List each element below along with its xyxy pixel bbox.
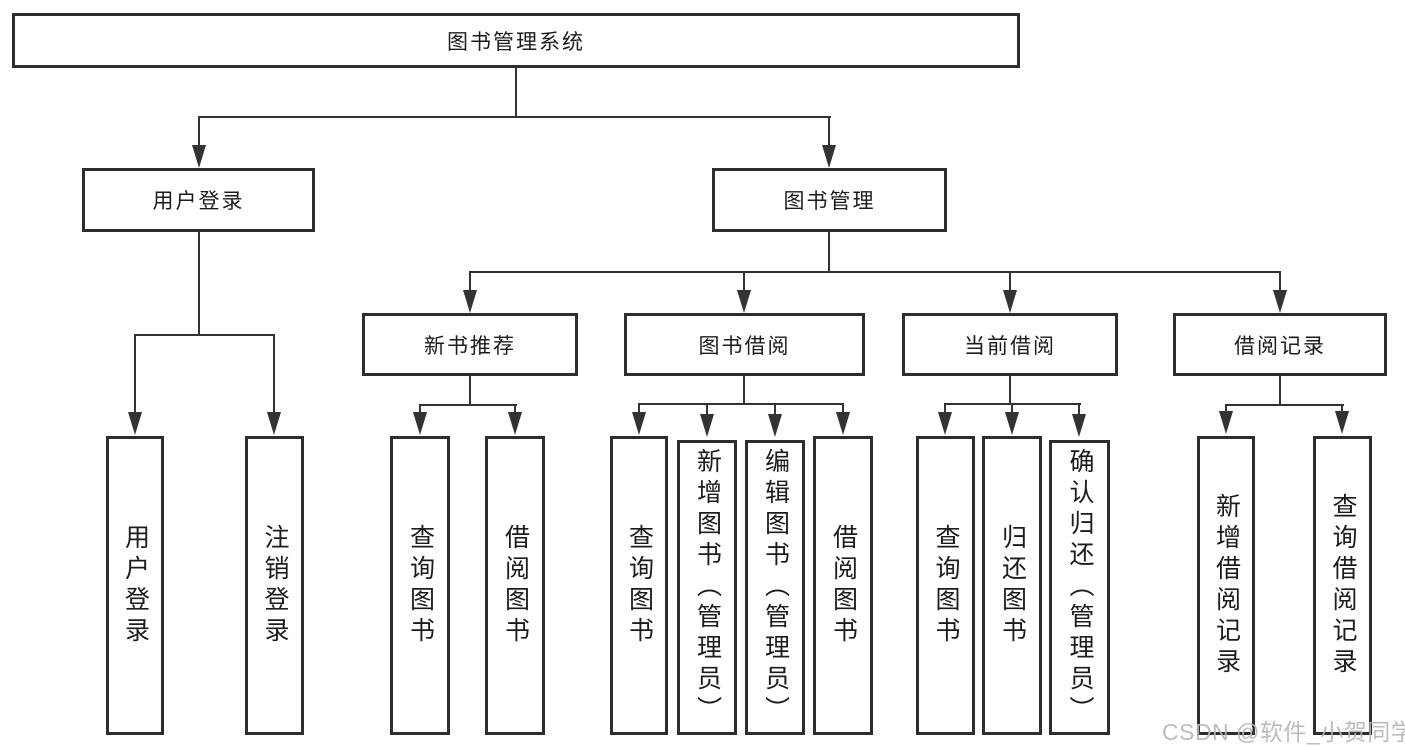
- leaf-bb-borrow-books: 借阅图书: [813, 436, 873, 735]
- connector-line: [743, 271, 745, 292]
- connector-line: [944, 403, 946, 413]
- connector-line: [1009, 376, 1011, 405]
- connector-line: [743, 376, 745, 405]
- connector-line: [1225, 404, 1227, 413]
- node-user-login: 用户登录: [82, 168, 315, 232]
- connector-line: [706, 403, 708, 415]
- arrow-down-icon: [128, 412, 142, 435]
- node-book-management: 图书管理: [712, 168, 947, 232]
- connector-line: [638, 403, 844, 405]
- connector-line: [515, 68, 517, 118]
- leaf-nb-borrow-books: 借阅图书: [485, 436, 545, 735]
- arrow-down-icon: [1273, 290, 1287, 313]
- leaf-br-query-record: 查询借阅记录: [1313, 436, 1372, 735]
- leaf-bb-query-books: 查询图书: [610, 436, 668, 735]
- arrow-down-icon: [836, 412, 850, 435]
- arrow-down-icon: [463, 290, 477, 313]
- connector-line: [828, 232, 830, 273]
- csdn-watermark: CSDN @软件_小贺同学: [1162, 719, 1405, 745]
- arrow-down-icon: [938, 412, 952, 435]
- connector-line: [1341, 404, 1343, 413]
- node-borrowing-records: 借阅记录: [1173, 313, 1387, 376]
- connector-line: [1279, 376, 1281, 406]
- arrow-down-icon: [192, 145, 206, 168]
- connector-line: [1009, 271, 1011, 292]
- leaf-bb-add-books-admin: 新增图书（管理员）: [677, 440, 737, 735]
- leaf-logout: 注销登录: [245, 436, 304, 735]
- leaf-br-add-record: 新增借阅记录: [1197, 436, 1255, 735]
- connector-line: [469, 271, 471, 292]
- leaf-cb-confirm-return-admin: 确认归还（管理员）: [1049, 440, 1110, 735]
- arrow-down-icon: [1072, 414, 1086, 437]
- arrow-down-icon: [508, 412, 522, 435]
- connector-line: [842, 403, 844, 413]
- node-root-library-system: 图书管理系统: [12, 13, 1020, 68]
- connector-line: [1225, 404, 1344, 406]
- arrow-down-icon: [632, 412, 646, 435]
- connector-line: [514, 404, 516, 414]
- connector-line: [134, 334, 136, 414]
- leaf-user-login: 用户登录: [106, 436, 164, 735]
- leaf-bb-edit-books-admin: 编辑图书（管理员）: [745, 440, 805, 735]
- arrow-down-icon: [267, 412, 281, 435]
- connector-line: [469, 271, 1281, 273]
- connector-line: [774, 403, 776, 415]
- connector-line: [419, 404, 517, 406]
- leaf-cb-query-books: 查询图书: [916, 436, 975, 735]
- connector-line: [638, 403, 640, 413]
- arrow-down-icon: [768, 414, 782, 437]
- leaf-cb-return-books: 归还图书: [982, 436, 1042, 735]
- node-current-borrowing: 当前借阅: [902, 313, 1118, 376]
- arrow-down-icon: [1219, 411, 1233, 434]
- arrow-down-icon: [1335, 411, 1349, 434]
- arrow-down-icon: [737, 290, 751, 313]
- connector-line: [1011, 403, 1013, 413]
- arrow-down-icon: [700, 414, 714, 437]
- connector-line: [1279, 271, 1281, 292]
- arrow-down-icon: [413, 412, 427, 435]
- node-new-book-recommendation: 新书推荐: [362, 313, 578, 376]
- connector-line: [273, 334, 275, 414]
- connector-line: [134, 334, 275, 336]
- connector-line: [469, 376, 471, 406]
- node-book-borrowing: 图书借阅: [624, 313, 865, 376]
- connector-line: [198, 116, 831, 118]
- leaf-nb-query-books: 查询图书: [390, 436, 450, 735]
- connector-line: [828, 116, 830, 147]
- connector-line: [1078, 403, 1080, 415]
- connector-line: [198, 116, 200, 147]
- arrow-down-icon: [1003, 290, 1017, 313]
- arrow-down-icon: [1005, 412, 1019, 435]
- connector-line: [419, 404, 421, 414]
- arrow-down-icon: [822, 145, 836, 168]
- connector-line: [198, 232, 200, 336]
